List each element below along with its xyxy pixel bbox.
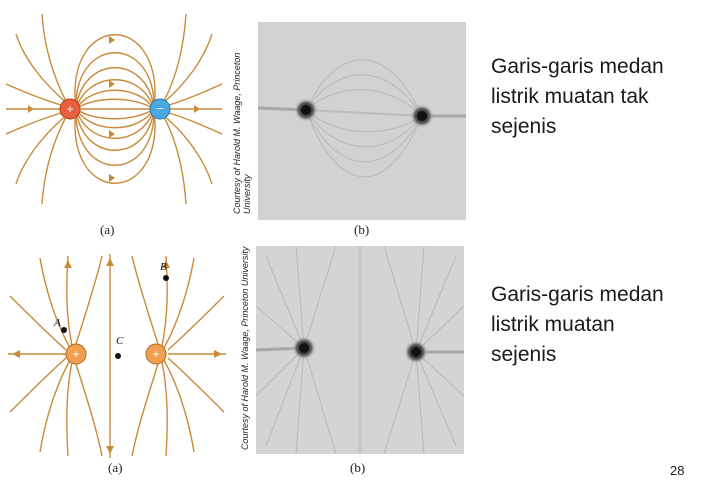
text-bottom-line-3: sejenis [491,343,557,366]
label-b: B [160,261,167,273]
credit-line-1: Courtesy of Harold M. Waage, Princeton [232,52,242,214]
dipole-field-svg: + − [5,13,223,205]
credit-bottom-text: Courtesy of Harold M. Waage, Princeton U… [240,246,250,450]
negative-charge [149,98,171,120]
text-bottom-line-1: Garis-garis medan [491,283,664,306]
left-positive-charge [65,343,87,365]
right-charge-sign: + [152,347,159,361]
label-a: A [53,317,61,329]
label-c: C [116,335,124,347]
text-opposite-charges: Garis-garis medan listrik muatan tak sej… [491,52,721,142]
text-top-line-2: listrik muatan tak [491,85,649,108]
caption-bottom-a: (a) [108,460,123,475]
text-bottom-line-2: listrik muatan [491,313,615,336]
point-a [61,327,67,333]
credit-line-2: University [242,174,252,214]
caption-top-b: (b) [354,222,370,237]
photo-top-svg [258,22,466,220]
caption-top-a: (a) [100,222,115,237]
left-charge-sign: + [72,347,79,361]
text-like-charges: Garis-garis medan listrik muatan sejenis [491,280,721,370]
point-b [163,275,169,281]
positive-charge-sign: + [66,102,73,116]
text-top-line-3: sejenis [491,115,557,138]
dipole-field-diagram: + − [4,4,224,222]
field-photo-like-charges [256,246,464,454]
point-c [115,353,121,359]
right-positive-charge [145,343,167,365]
negative-charge-sign: − [156,101,164,116]
slide-number: 28 [670,463,685,478]
caption-bottom-b: (b) [350,460,366,475]
positive-charge [59,98,81,120]
photo-credit-top: Courtesy of Harold M. Waage, Princeton U… [232,30,256,220]
photo-bottom-svg [256,246,464,454]
photo-credit-bottom: Courtesy of Harold M. Waage, Princeton U… [240,246,256,454]
text-top-line-1: Garis-garis medan [491,55,664,78]
like-charges-field-diagram: + + A B C [6,252,228,460]
field-photo-opposite-charges [258,22,466,220]
like-charges-svg: + + A B C [8,254,226,458]
